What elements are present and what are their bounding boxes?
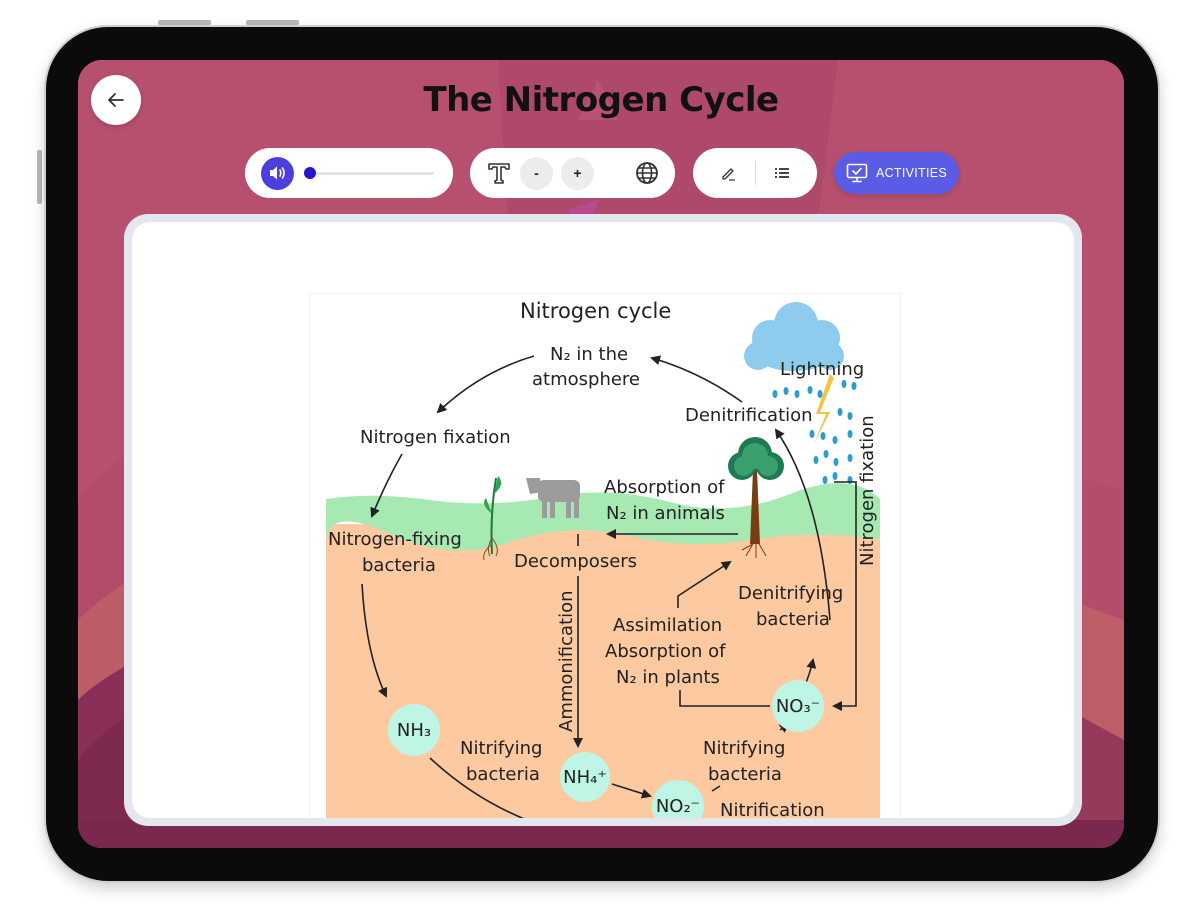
divider (754, 161, 756, 185)
slider-thumb[interactable] (304, 167, 316, 179)
label-decomposers: Decomposers (514, 551, 638, 572)
diagram-title: Nitrogen cycle (520, 299, 672, 323)
label-nitrifying-bacteria-1a: Nitrifying (460, 738, 543, 759)
label-denitrifying-bacteria-2: bacteria (756, 609, 830, 630)
label-lightning: Lightning (780, 359, 865, 380)
globe-icon (636, 162, 658, 184)
label-absorption-animals-1: Absorption of (604, 477, 725, 498)
label-n2-atmosphere-1: N₂ in the (550, 344, 629, 365)
label-n2-atmosphere-2: atmosphere (532, 369, 640, 390)
audio-player (245, 148, 453, 198)
activities-label: ACTIVITIES (875, 166, 948, 180)
audio-progress-slider[interactable] (304, 167, 434, 179)
label-nitrogen-fixing-bacteria-1: Nitrogen-fixing (328, 529, 462, 550)
label-nitrifying-bacteria-2a: Nitrifying (703, 738, 786, 759)
diagram-artwork (326, 302, 880, 818)
label-absorption-animals-2: N₂ in animals (606, 503, 725, 524)
pencil-icon (721, 168, 735, 181)
power-hardware-button (37, 150, 42, 204)
label-assimilation: Assimilation (613, 615, 723, 636)
arrow-left-icon (108, 93, 124, 107)
increase-text-size-button[interactable]: + (561, 156, 594, 190)
content-card: Nitrogen cycle N₂ in the atmosphere Nitr… (124, 214, 1082, 826)
label-nitrogen-fixation-vertical: Nitrogen fixation (857, 415, 878, 566)
label-nitrifying-bacteria-2b: bacteria (708, 764, 782, 785)
text-controls: - + (470, 148, 675, 198)
node-nh4: NH₄⁺ (560, 752, 610, 802)
content-viewport[interactable]: Nitrogen cycle N₂ in the atmosphere Nitr… (132, 222, 1074, 818)
label-denitrifying-bacteria-1: Denitrifying (738, 583, 844, 604)
node-no3: NO₃⁻ (772, 680, 824, 732)
label-nitrifying-bacteria-1b: bacteria (466, 764, 540, 785)
volume-down-hardware-button (246, 20, 299, 25)
annotation-tools (693, 148, 817, 198)
activities-button[interactable]: ACTIVITIES (834, 152, 959, 194)
text-size-button[interactable] (486, 160, 512, 186)
decrease-text-size-button[interactable]: - (520, 156, 553, 190)
page-title: The Nitrogen Cycle (423, 80, 779, 120)
node-no2: NO₂⁻ (652, 780, 704, 818)
label-absorption-plants-2: N₂ in plants (616, 667, 720, 688)
language-button[interactable] (634, 160, 660, 186)
back-button[interactable] (91, 75, 141, 125)
label-denitrification: Denitrification (685, 405, 813, 426)
list-button[interactable] (774, 166, 790, 180)
label-nitrogen-fixation: Nitrogen fixation (360, 427, 511, 448)
play-audio-button[interactable] (261, 156, 294, 190)
label-nitrogen-fixing-bacteria-2: bacteria (362, 555, 436, 576)
label-nitrification: Nitrification (720, 800, 825, 818)
volume-up-hardware-button (158, 20, 211, 25)
node-nh3: NH₃ (388, 704, 440, 756)
list-icon (774, 168, 789, 178)
speaker-icon (269, 166, 285, 180)
app-screen: The Nitrogen Cycle - + (78, 60, 1124, 848)
label-absorption-plants-1: Absorption of (605, 641, 726, 662)
slider-track (308, 172, 434, 175)
text-size-icon (488, 163, 510, 184)
label-ammonification: Ammonification (556, 590, 577, 732)
monitor-check-icon (846, 163, 868, 183)
nitrogen-cycle-diagram: Nitrogen cycle N₂ in the atmosphere Nitr… (310, 294, 900, 818)
annotate-button[interactable] (721, 165, 737, 181)
